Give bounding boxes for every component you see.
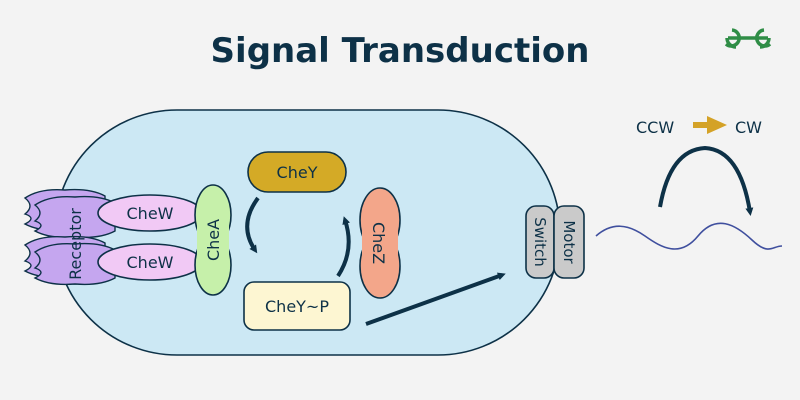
receptor-cluster — [23, 188, 116, 286]
receptor-label: Receptor — [66, 208, 85, 280]
chew-top-label: CheW — [127, 204, 174, 223]
flagellum — [595, 222, 783, 250]
arrow-cheyp-to-chey — [336, 216, 351, 278]
direction-arrow-icon — [693, 116, 727, 134]
chea-label: CheA — [204, 219, 223, 261]
motor — [553, 205, 585, 279]
chez — [359, 187, 401, 299]
page-title: Signal Transduction — [211, 31, 590, 71]
chey — [247, 151, 347, 193]
ccw-label: CCW — [636, 118, 674, 137]
chey-label: CheY — [277, 163, 318, 182]
geeksforgeeks-logo — [724, 28, 772, 49]
cw-label: CW — [735, 118, 762, 137]
chew-bottom-label: CheW — [127, 253, 174, 272]
chez-label: CheZ — [369, 222, 388, 264]
chea — [194, 184, 232, 296]
cheyp — [243, 281, 351, 331]
arrow-chey-to-cheyp — [245, 196, 260, 254]
rotation-arrow-icon — [658, 145, 754, 216]
motor-label: Motor — [560, 220, 578, 264]
cheyp-label: CheY~P — [265, 297, 329, 316]
switch-label: Switch — [531, 217, 549, 267]
arrow-to-switch — [365, 272, 506, 326]
